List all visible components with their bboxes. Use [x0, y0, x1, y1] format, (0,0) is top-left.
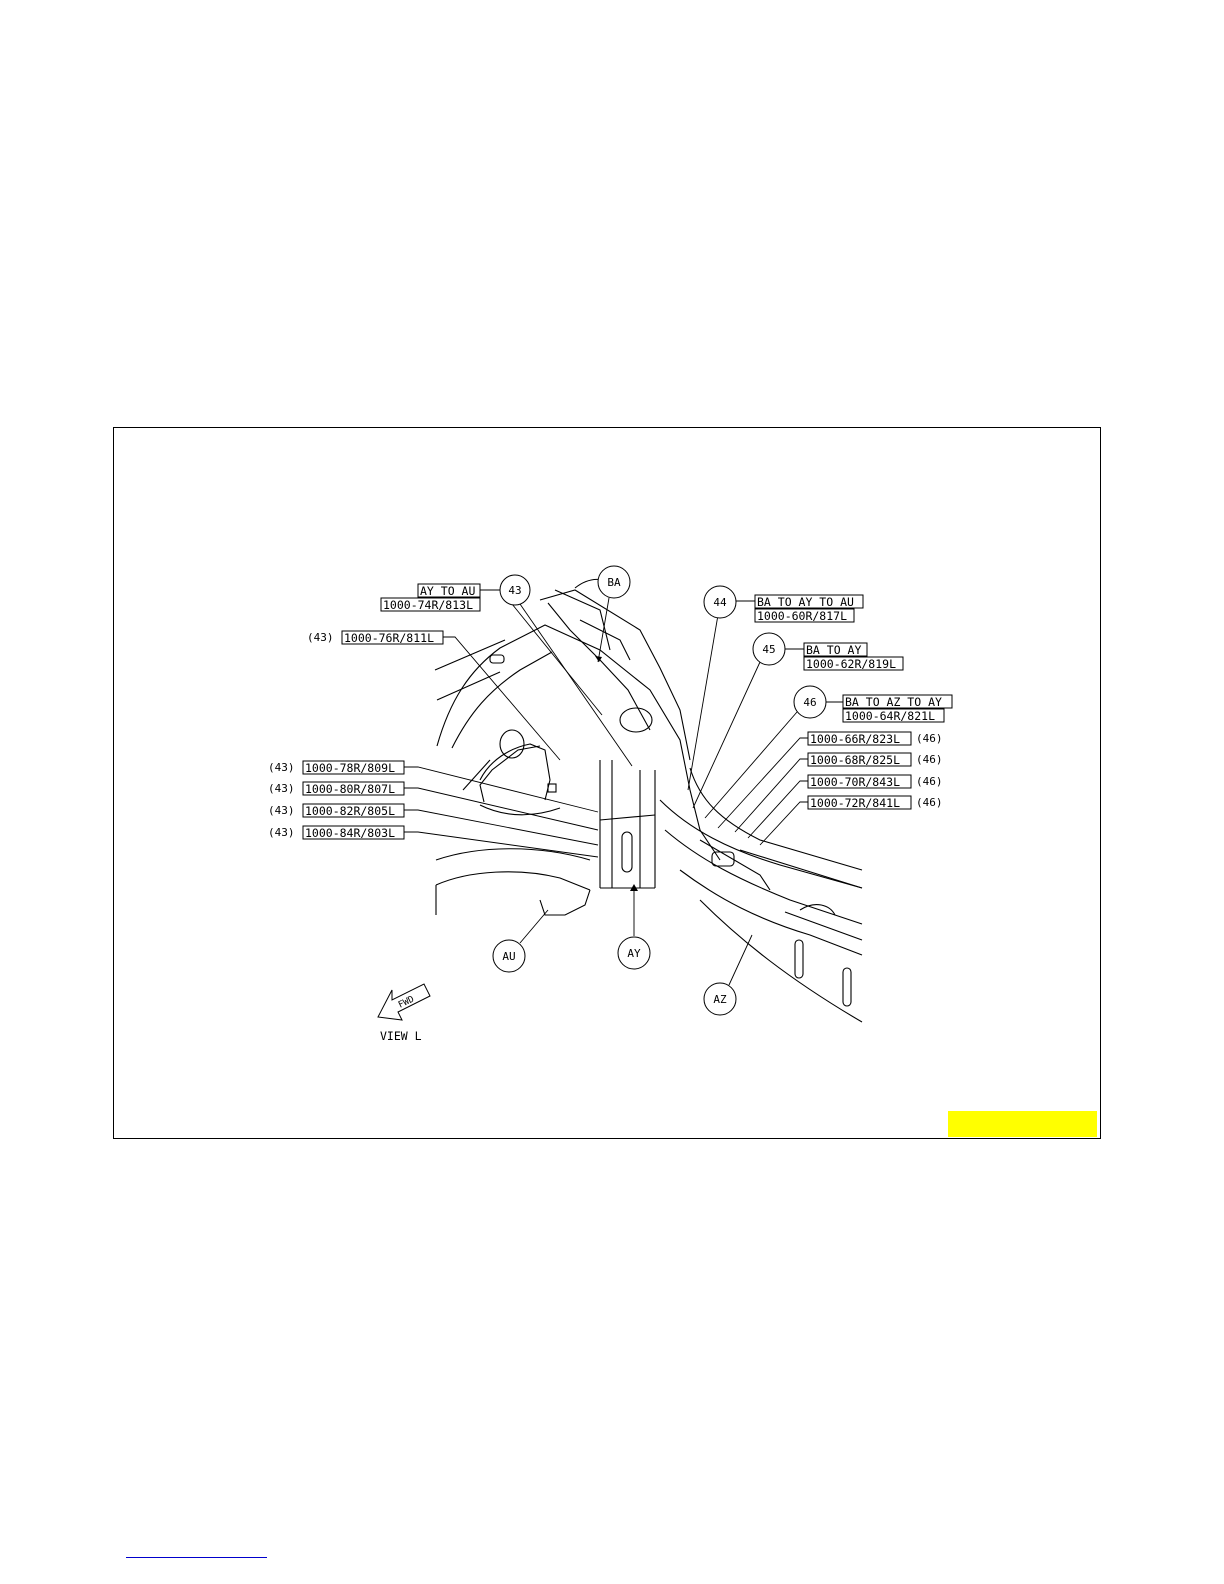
leader-lines	[404, 589, 843, 986]
right-label-ref: (46)	[916, 775, 943, 788]
left-label-part-no: 1000-76R/811L	[344, 631, 434, 645]
callout-46-desc: BA TO AZ TO AY	[845, 695, 942, 709]
right-label-ref: (46)	[916, 753, 943, 766]
left-label-ref: (43)	[307, 631, 334, 644]
right-label-part-no: 1000-70R/843L	[810, 775, 900, 789]
part-label-ba: BA	[607, 576, 621, 589]
part-label-au: AU	[502, 950, 515, 963]
left-label-ref: (43)	[268, 782, 295, 795]
part-label-ay: AY	[627, 947, 641, 960]
callout-number-43: 43	[508, 584, 521, 597]
right-label-part-no: 1000-72R/841L	[810, 796, 900, 810]
label-texts: AY TO AU 1000-74R/813L BA TO AY TO AU 10…	[268, 584, 943, 840]
callout-numbers: 43 44 45 46 BA AU AY AZ	[502, 576, 816, 1006]
callout-number-45: 45	[762, 643, 775, 656]
callout-circles	[492, 565, 827, 1016]
left-label-ref: (43)	[268, 826, 295, 839]
part-label-az: AZ	[713, 993, 727, 1006]
callout-45-desc: BA TO AY	[806, 643, 861, 657]
forward-arrow-icon: FWD	[377, 983, 431, 1021]
diagram-frame	[113, 427, 1101, 1139]
callout-number-46: 46	[803, 696, 816, 709]
left-label-part-no: 1000-82R/805L	[305, 804, 395, 818]
callout-44-desc: BA TO AY TO AU	[757, 595, 854, 609]
leader-arrowheads	[595, 656, 638, 891]
left-label-part-no: 1000-84R/803L	[305, 826, 395, 840]
right-label-part-no: 1000-68R/825L	[810, 753, 900, 767]
highlight-tag	[948, 1111, 1097, 1137]
callout-number-44: 44	[713, 596, 727, 609]
footer-link-underline[interactable]	[126, 1557, 267, 1558]
view-label: VIEW L	[380, 1029, 422, 1043]
left-label-part-no: 1000-78R/809L	[305, 761, 395, 775]
left-label-part-no: 1000-80R/807L	[305, 782, 395, 796]
left-label-ref: (43)	[268, 804, 295, 817]
callout-43-part-no: 1000-74R/813L	[383, 598, 473, 612]
left-label-ref: (43)	[268, 761, 295, 774]
callout-46-part-no: 1000-64R/821L	[845, 709, 935, 723]
right-label-ref: (46)	[916, 732, 943, 745]
callout-43-desc: AY TO AU	[420, 584, 475, 598]
callout-45-part-no: 1000-62R/819L	[806, 657, 896, 671]
label-boxes	[302, 583, 953, 840]
right-label-ref: (46)	[916, 796, 943, 809]
right-label-part-no: 1000-66R/823L	[810, 732, 900, 746]
callout-44-part-no: 1000-60R/817L	[757, 609, 847, 623]
